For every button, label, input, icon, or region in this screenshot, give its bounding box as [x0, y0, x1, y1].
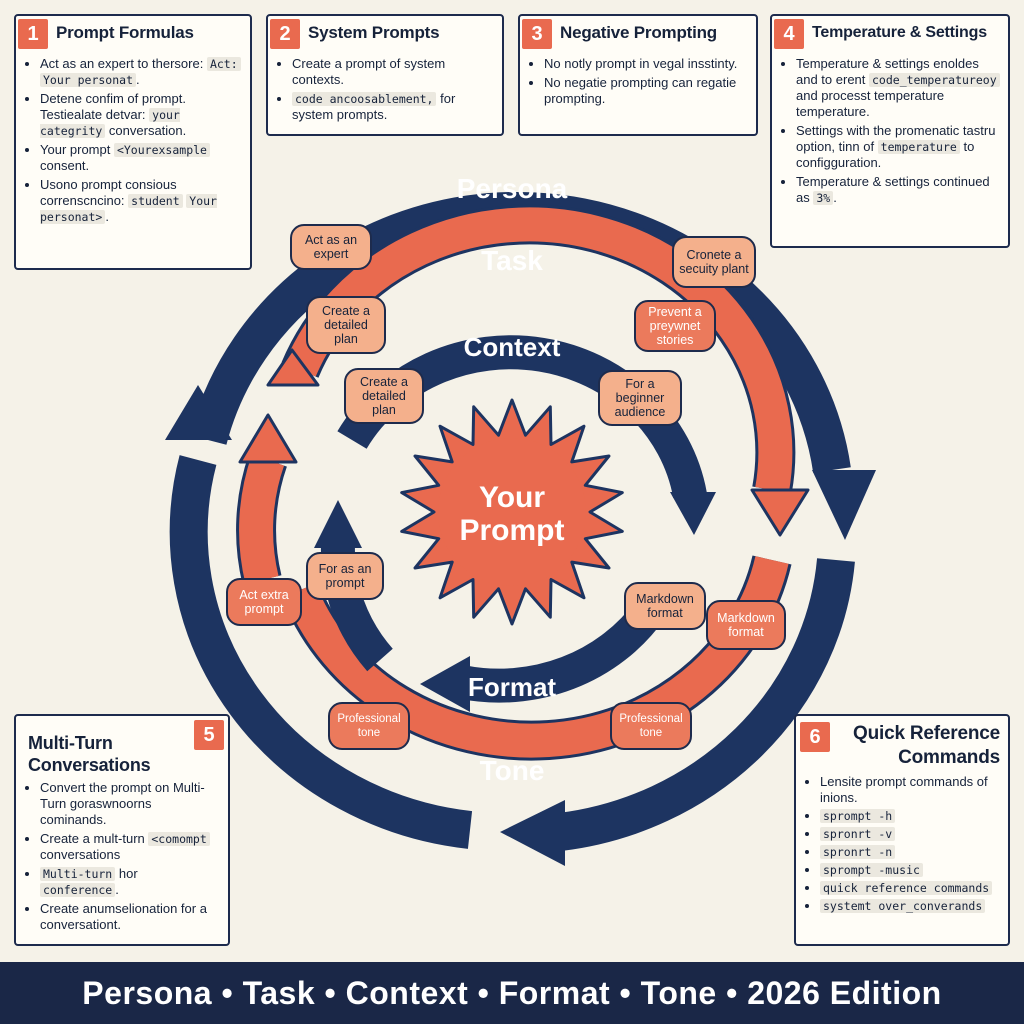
list-item: Your prompt <Yourexsample consent.: [40, 142, 242, 174]
card-title: Negative Prompting: [560, 23, 717, 42]
list-item: Lensite prompt commands of inions.: [820, 774, 1000, 806]
pill-detailed-plan-inner: Create a detailed plan: [344, 368, 424, 424]
pill-act-as-expert: Act as an expert: [290, 224, 372, 270]
card-number: 4: [774, 19, 804, 49]
list-item: Usono prompt consious correnscncino: stu…: [40, 177, 242, 225]
command-item: systemt over_converands: [820, 898, 1000, 914]
list-item: Act as an expert to thersore: Act: Your …: [40, 56, 242, 88]
list-item: Create a mult-turn <comompt conversation…: [40, 831, 220, 863]
card-temperature-settings: 4 Temperature & Settings Temperature & s…: [770, 14, 1010, 248]
card-number: 5: [194, 720, 224, 750]
pill-beginner-audience: For a beginner audience: [598, 370, 682, 426]
ring-label-format: Format: [468, 672, 556, 702]
ring-label-persona: Persona: [457, 173, 568, 204]
list-item: Convert the prompt on Multi-Turn goraswn…: [40, 780, 220, 828]
card-title: Multi-Turn Conversations: [28, 733, 151, 775]
pill-markdown-format-inner: Markdown format: [624, 582, 706, 630]
list-item: Settings with the promenatic tastru opti…: [796, 123, 1000, 171]
card-negative-prompting: 3 Negative Prompting No notly prompt in …: [518, 14, 758, 136]
pill-professional-tone-right: Professional tone: [610, 702, 692, 750]
ring-label-tone: Tone: [480, 755, 545, 786]
pill-act-extra-prompt: Act extra prompt: [226, 578, 302, 626]
pill-markdown-format-outer: Markdown format: [706, 600, 786, 650]
pill-detailed-plan-outer: Create a detailed plan: [306, 296, 386, 354]
center-circle: [438, 438, 586, 586]
list-item: code ancoosablement, for system prompts.: [292, 91, 494, 123]
footer-banner: Persona • Task • Context • Format • Tone…: [0, 962, 1024, 1024]
command-item: sprompt -h: [820, 808, 1000, 824]
list-item: Detene confim of prompt. Testiealate det…: [40, 91, 242, 139]
list-item: Create anumselionation for a conversatio…: [40, 901, 220, 933]
command-item: spronrt -v: [820, 826, 1000, 842]
card-title: System Prompts: [308, 23, 440, 42]
card-title: Quick Reference Commands: [853, 723, 1000, 768]
card-system-prompts: 2 System Prompts Create a prompt of syst…: [266, 14, 504, 136]
list-item: Multi-turn hor conference.: [40, 866, 220, 898]
card-prompt-formulas: 1 Prompt Formulas Act as an expert to th…: [14, 14, 252, 270]
pill-professional-tone-left: Professional tone: [328, 702, 410, 750]
card-number: 1: [18, 19, 48, 49]
ring-label-context: Context: [464, 332, 561, 362]
center-title-line2: Prompt: [460, 514, 565, 547]
command-item: quick reference commands: [820, 880, 1000, 896]
card-title: Prompt Formulas: [56, 23, 194, 42]
center-title-line1: Your: [479, 481, 545, 514]
command-item: spronrt -n: [820, 844, 1000, 860]
list-item: No notly prompt in vegal insstinty.: [544, 56, 748, 72]
pill-for-as-prompt: For as an prompt: [306, 552, 384, 600]
list-item: Temperature & settings enoldes and to er…: [796, 56, 1000, 120]
pill-preywnet-stories: Prevent a preywnet stories: [634, 300, 716, 352]
list-item: Create a prompt of system contexts.: [292, 56, 494, 88]
list-item: Temperature & settings continued as 3%.: [796, 174, 1000, 206]
card-title: Temperature & Settings: [812, 24, 987, 41]
ring-label-task: Task: [481, 245, 543, 276]
command-item: sprompt -music: [820, 862, 1000, 878]
card-number: 2: [270, 19, 300, 49]
pill-secuity-plant: Cronete a secuity plant: [672, 236, 756, 288]
card-number: 3: [522, 19, 552, 49]
card-number: 6: [800, 722, 830, 752]
card-quick-reference-commands: 6 Quick Reference Commands Lensite promp…: [794, 714, 1010, 946]
list-item: No negatie prompting can regatie prompti…: [544, 75, 748, 107]
card-multi-turn-conversations: 5 Multi-Turn Conversations Convert the p…: [14, 714, 230, 946]
